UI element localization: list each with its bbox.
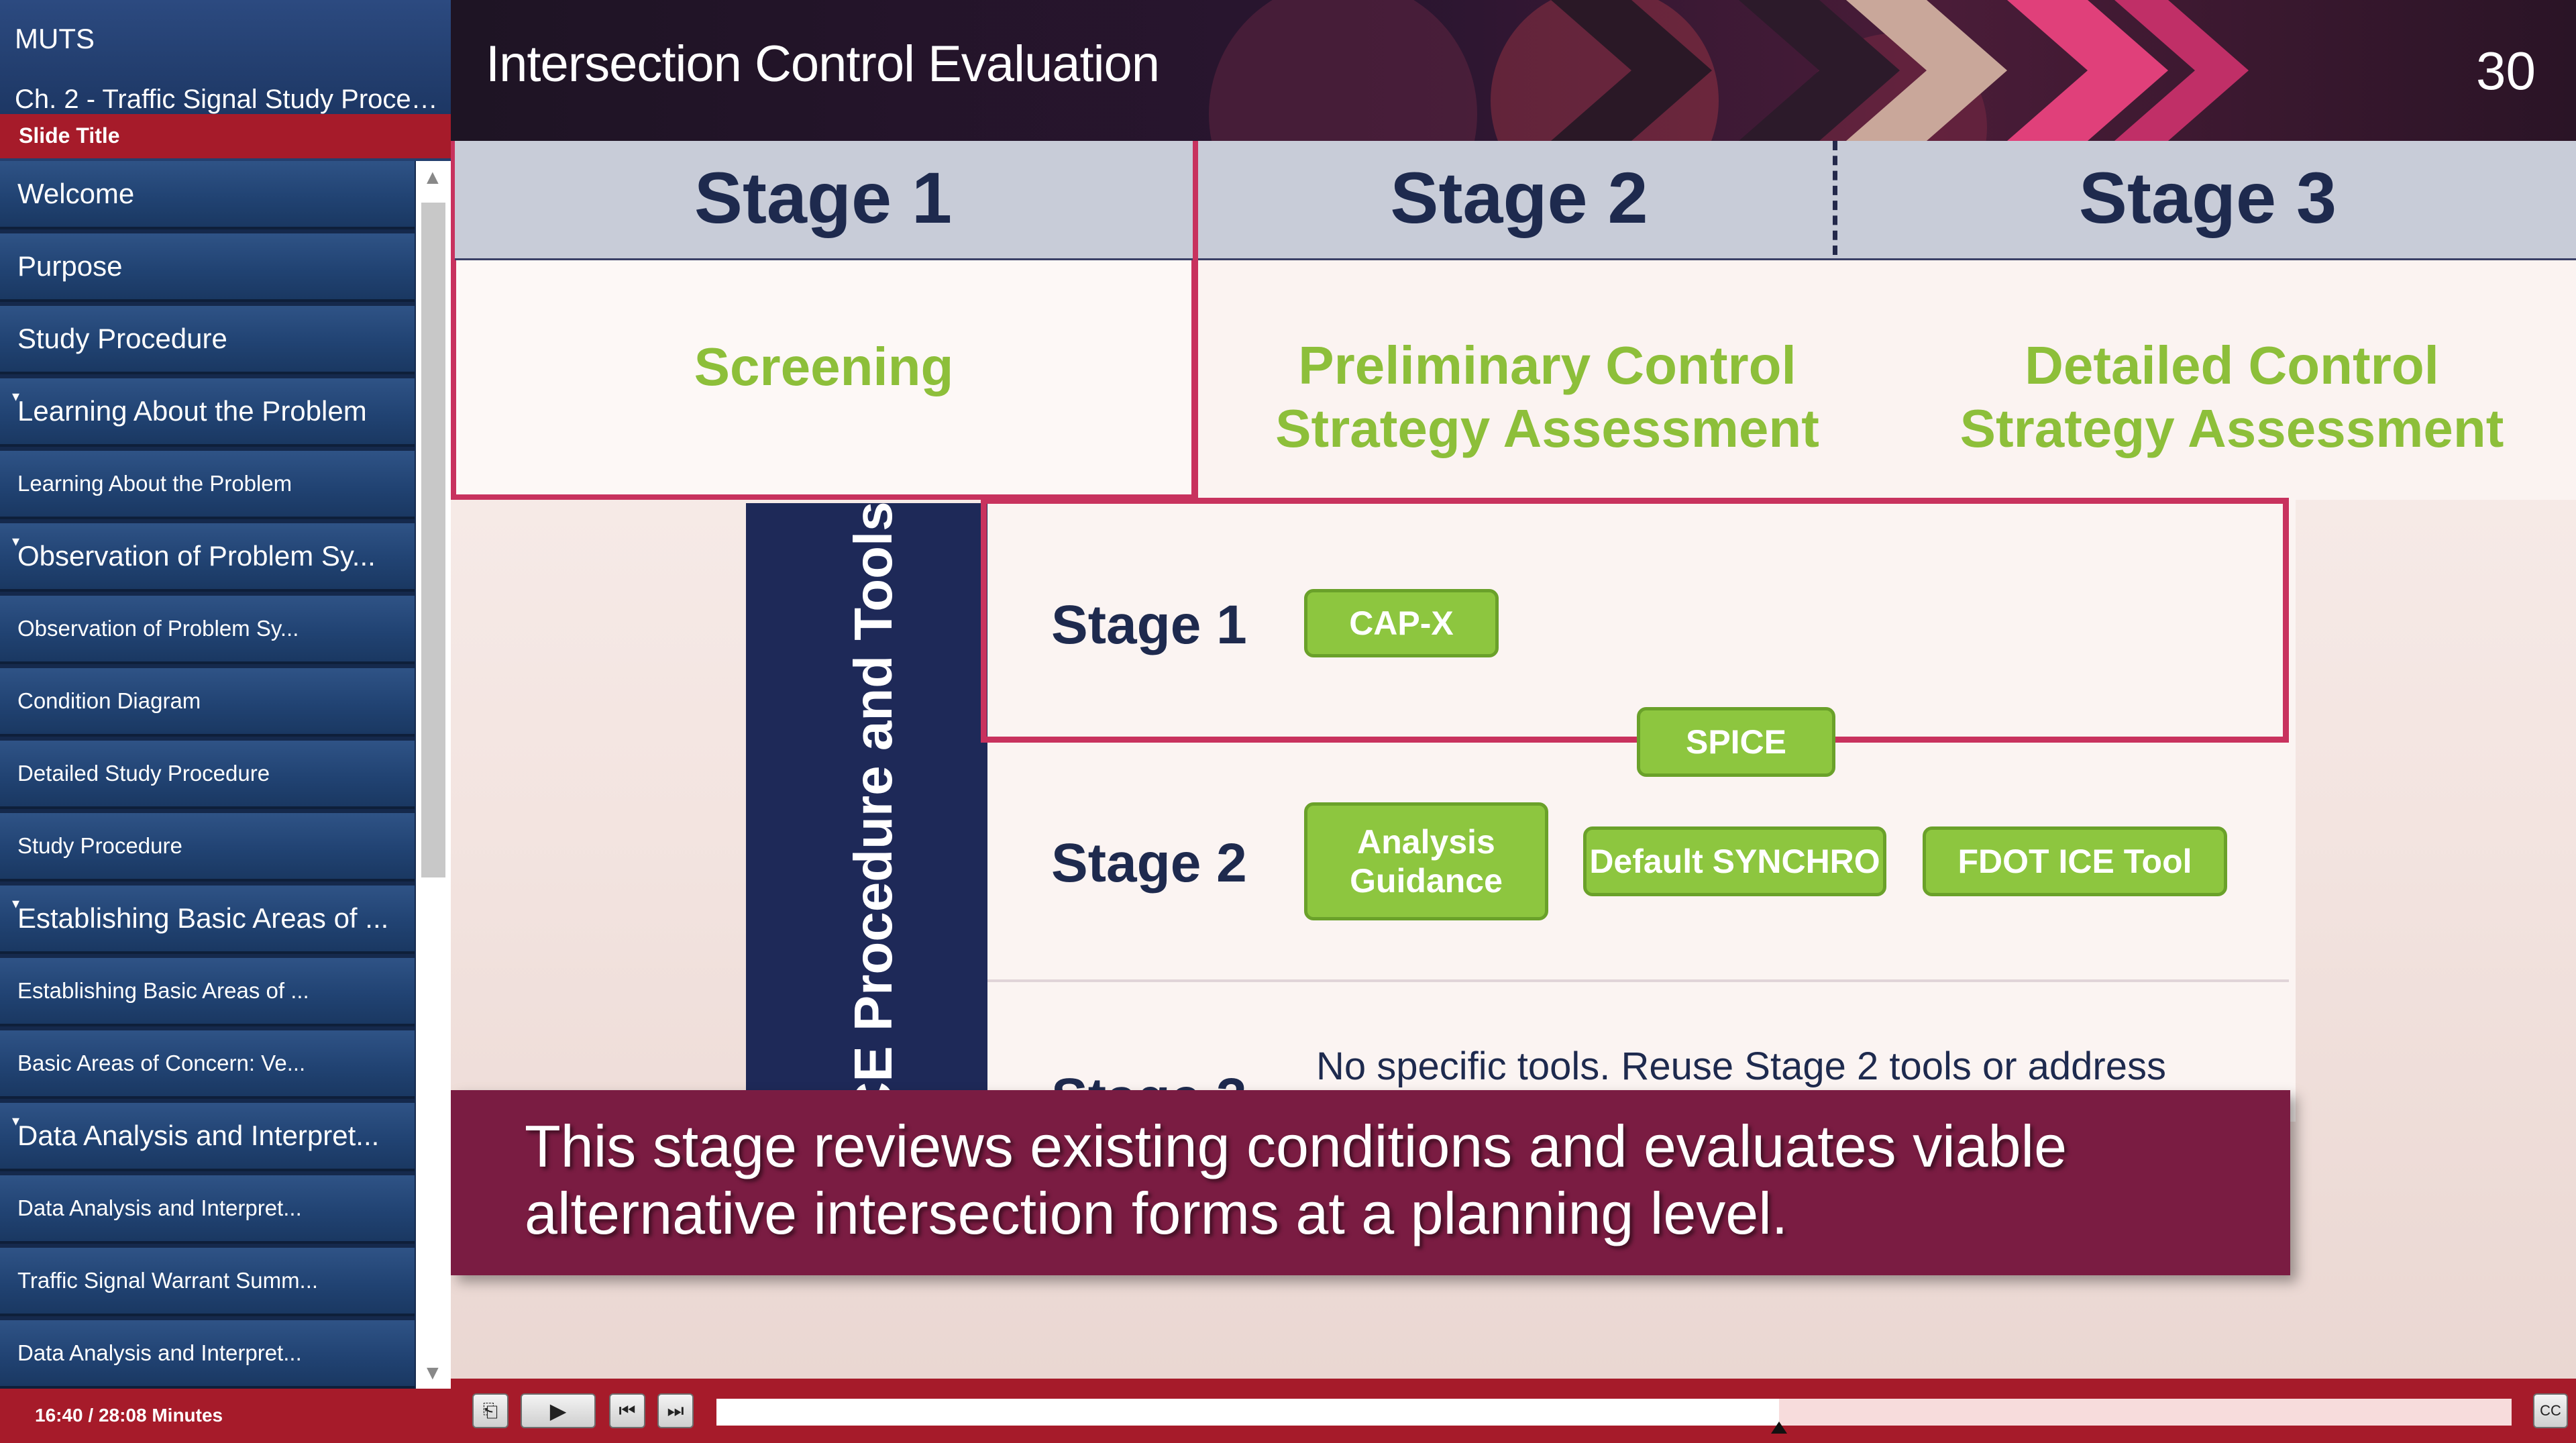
play-button[interactable]: ▶ — [521, 1393, 596, 1428]
header-chevrons-decoration — [1209, 0, 2249, 141]
closed-captions-button[interactable]: CC — [2533, 1393, 2568, 1428]
menu-item-label: Basic Areas of Concern: Ve... — [17, 1051, 306, 1075]
scrollbar-thumb[interactable] — [421, 203, 445, 877]
menu-item-label: Data Analysis and Interpret... — [17, 1120, 380, 1151]
stage-header-row: Stage 1 Stage 2 Stage 3 — [451, 141, 2576, 262]
menu-item[interactable]: Purpose — [0, 233, 415, 302]
expand-triangle-icon[interactable]: ▾ — [12, 895, 20, 912]
menu-item-label: Welcome — [17, 178, 135, 209]
procedure-side-panel: ICE Procedure and Tools — [746, 501, 987, 1136]
tools-table-area — [987, 498, 2296, 1122]
menu-item[interactable]: Traffic Signal Warrant Summ... — [0, 1248, 415, 1316]
slide-title: Intersection Control Evaluation — [486, 36, 1160, 93]
expand-triangle-icon[interactable]: ▾ — [12, 1112, 20, 1129]
row-stage-3-text: No specific tools. Reuse Stage 2 tools o… — [1316, 1045, 2166, 1088]
menu-item[interactable]: Condition Diagram — [0, 668, 415, 737]
menu-item[interactable]: Learning About the Problem — [0, 451, 415, 519]
menu-item[interactable]: ▾Observation of Problem Sy... — [0, 523, 415, 592]
stage-3-heading: Stage 3 — [2078, 157, 2337, 238]
menu-item-label: Data Analysis and Interpret... — [17, 1195, 302, 1220]
menu-item[interactable]: ▾Learning About the Problem — [0, 378, 415, 447]
menu-item[interactable]: Observation of Problem Sy... — [0, 596, 415, 664]
menu-item-label: Establishing Basic Areas of ... — [17, 978, 309, 1003]
next-button[interactable]: ⏭ — [657, 1393, 694, 1428]
previous-button[interactable]: ⏮ — [609, 1393, 645, 1428]
menu-scrollbar[interactable]: ▲ ▼ — [416, 161, 451, 1389]
menu-item-label: Traffic Signal Warrant Summ... — [17, 1268, 319, 1293]
screening-label: Screening — [694, 337, 954, 396]
procedure-side-label: ICE Procedure and Tools — [843, 501, 903, 1136]
menu-item[interactable]: ▾Data Analysis and Interpret... — [0, 1103, 415, 1171]
menu-item-label: Study Procedure — [17, 833, 182, 858]
skip-back-icon: ⏮ — [619, 1399, 636, 1421]
progress-bar[interactable] — [716, 1399, 2512, 1434]
player-controls: ⎗ ▶ ⏮ ⏭ CC — [451, 1379, 2576, 1443]
stage-2-3-description-area — [1197, 260, 2576, 500]
stage-1-heading: Stage 1 — [694, 157, 953, 238]
screening-box — [451, 260, 1197, 500]
stage-divider-lower — [1193, 260, 1198, 500]
menu-item-label: Observation of Problem Sy... — [17, 616, 299, 641]
skip-forward-icon: ⏭ — [667, 1399, 684, 1421]
menu-item[interactable]: Detailed Study Procedure — [0, 741, 415, 809]
menu-item[interactable]: Basic Areas of Concern: Ve... — [0, 1030, 415, 1099]
menu-item-label: Learning About the Problem — [17, 395, 367, 427]
row-separator — [987, 979, 2289, 982]
scroll-down-arrow-icon[interactable]: ▼ — [423, 1362, 443, 1384]
tool-synchro-badge: Default SYNCHRO — [1583, 826, 1886, 896]
expand-triangle-icon[interactable]: ▾ — [12, 533, 20, 549]
sidebar-footer: 16:40 / 28:08 Minutes — [0, 1389, 451, 1443]
exit-button[interactable]: ⎗ — [472, 1393, 508, 1428]
caption-text: This stage reviews existing conditions a… — [525, 1113, 2068, 1246]
menu-item-label: Condition Diagram — [17, 688, 201, 713]
stage-1-row-highlight — [981, 498, 2289, 743]
progress-knob[interactable] — [1771, 1422, 1788, 1434]
row-stage-1-label: Stage 1 — [1051, 594, 1247, 655]
scroll-up-arrow-icon[interactable]: ▲ — [423, 166, 443, 189]
menu-item[interactable]: Study Procedure — [0, 813, 415, 881]
tool-analysis-guidance-badge: Analysis Guidance — [1304, 802, 1548, 920]
slide-number: 30 — [2476, 41, 2536, 101]
detailed-assessment-label: Detailed Control Strategy Assessment — [1960, 335, 2504, 458]
expand-triangle-icon[interactable]: ▾ — [12, 388, 20, 405]
elapsed-time: 16:40 / 28:08 Minutes — [35, 1405, 223, 1426]
tool-capx-badge: CAP-X — [1304, 589, 1499, 657]
menu-item[interactable]: Welcome — [0, 161, 415, 229]
preliminary-assessment-label: Preliminary Control Strategy Assessment — [1275, 335, 1819, 458]
slide-title-label: Slide Title — [19, 123, 120, 148]
menu-item[interactable]: Study Procedure — [0, 306, 415, 374]
menu-item-label: Detailed Study Procedure — [17, 761, 270, 786]
slide-canvas: Intersection Control Evaluation 30 Stage… — [451, 0, 2576, 1379]
chapter-title: Ch. 2 - Traffic Signal Study Procedure — [15, 85, 447, 114]
menu-item[interactable]: Data Analysis and Interpret... — [0, 1175, 415, 1244]
menu-item-label: Study Procedure — [17, 323, 227, 354]
caption-box: This stage reviews existing conditions a… — [451, 1090, 2290, 1275]
menu-item[interactable]: ▾Establishing Basic Areas of ... — [0, 886, 415, 954]
sidebar-header: MUTS Ch. 2 - Traffic Signal Study Proced… — [0, 0, 451, 114]
menu-item-label: Observation of Problem Sy... — [17, 540, 376, 572]
row-stage-2-label: Stage 2 — [1051, 833, 1247, 894]
play-icon: ▶ — [549, 1399, 567, 1423]
cc-icon: CC — [2540, 1402, 2561, 1419]
course-title: MUTS — [15, 23, 95, 54]
menu-item-label: Purpose — [17, 250, 123, 282]
menu-item[interactable]: Establishing Basic Areas of ... — [0, 958, 415, 1026]
slide-header: Intersection Control Evaluation 30 — [451, 0, 2576, 141]
tool-spice-badge: SPICE — [1637, 707, 1835, 777]
progress-fill — [716, 1399, 1780, 1426]
menu-item-label: Data Analysis and Interpret... — [17, 1340, 302, 1365]
tool-fdot-badge: FDOT ICE Tool — [1923, 826, 2227, 896]
stage-dashed-divider — [1833, 141, 1837, 255]
slide-title-bar: Slide Title — [0, 114, 451, 158]
menu-item-label: Learning About the Problem — [17, 471, 292, 496]
menu-item-label: Establishing Basic Areas of ... — [17, 902, 389, 934]
exit-icon: ⎗ — [482, 1399, 498, 1421]
stage-2-heading: Stage 2 — [1390, 157, 1648, 238]
sidebar: MUTS Ch. 2 - Traffic Signal Study Proced… — [0, 0, 451, 1443]
menu-item[interactable]: Data Analysis and Interpret... — [0, 1320, 415, 1389]
